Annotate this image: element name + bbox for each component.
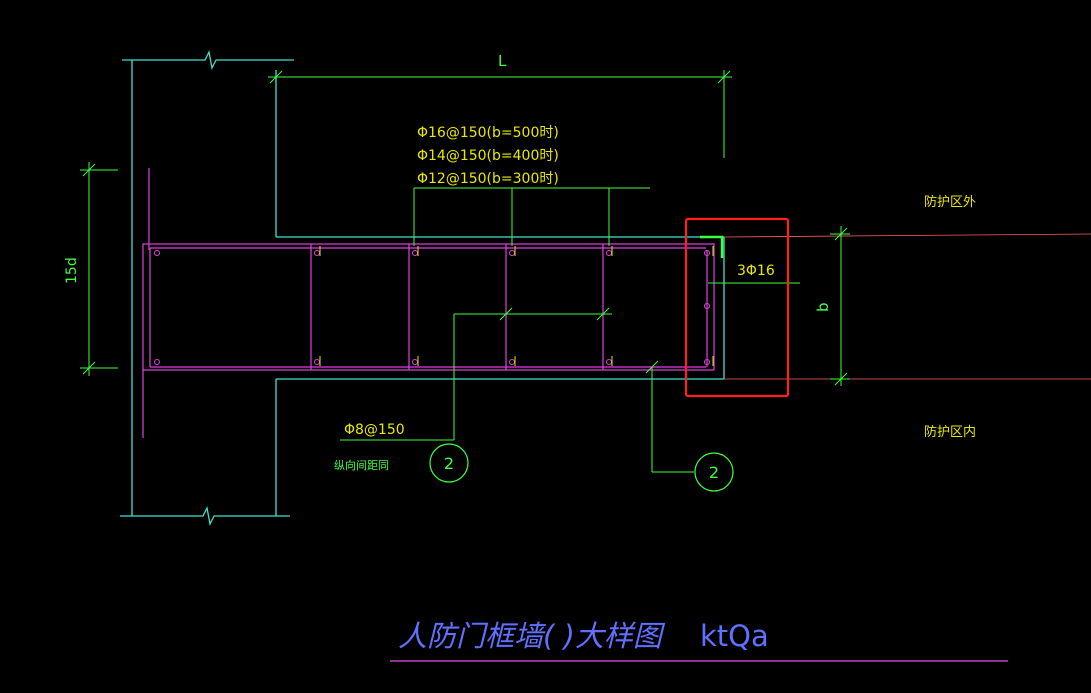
section-markers xyxy=(429,443,734,492)
reference-line-top xyxy=(723,233,1091,238)
dim-L-label: L xyxy=(498,52,507,70)
leader-stirrup-tick-1 xyxy=(499,307,513,321)
rebar-dot xyxy=(412,359,418,365)
dim-15d-tick-bottom xyxy=(82,361,96,375)
rebar-dot xyxy=(606,359,612,365)
end-bars-label: 3Φ16 xyxy=(737,263,775,279)
concrete-outline xyxy=(120,49,725,527)
rebar-dot xyxy=(704,303,710,309)
rebar-dot xyxy=(154,250,160,256)
reference-lines xyxy=(723,233,1091,380)
rebar-dot xyxy=(704,359,710,365)
dim-b-label: b xyxy=(814,302,832,312)
rebar-dot xyxy=(314,359,320,365)
rebar-dot xyxy=(704,250,710,256)
top-break-line xyxy=(122,49,294,71)
rebar-dot xyxy=(509,250,515,256)
rebar-dot xyxy=(606,250,612,256)
end-bar-hook xyxy=(700,235,724,258)
dim-L-tick-right xyxy=(717,70,731,84)
dim-b-tick-bottom xyxy=(834,372,848,386)
zone-outer-label: 防护区外 xyxy=(924,194,976,210)
dim-L-tick-left xyxy=(269,70,283,84)
rebar-group xyxy=(142,168,715,438)
highlight-box[interactable] xyxy=(684,217,790,398)
section-marker-right-circle xyxy=(694,452,734,492)
section-marker-left-circle xyxy=(429,443,469,483)
stirrup-label: Φ8@150 xyxy=(344,422,405,438)
rebar-dot xyxy=(154,359,160,365)
leader-section-tick xyxy=(645,360,659,374)
rebar-note-line-1: Φ16@150(b=500时) xyxy=(417,125,559,141)
leader-lines xyxy=(340,187,800,473)
rebar-dots xyxy=(154,250,710,365)
stirrup-sub-label: 纵向间距同 xyxy=(334,458,389,472)
dim-b-tick-top xyxy=(834,227,848,241)
section-marker-right-number: 2 xyxy=(709,463,719,482)
rebar-dot xyxy=(314,250,320,256)
rebar-note-line-2: Φ14@150(b=400时) xyxy=(417,148,559,164)
section-marker-left-number: 2 xyxy=(444,454,454,473)
bottom-break-line xyxy=(120,505,290,527)
leader-stirrup-tick-2 xyxy=(596,307,610,321)
rebar-ticks xyxy=(319,246,714,366)
dim-15d-label: 15d xyxy=(64,257,80,284)
zone-inner-label: 防护区内 xyxy=(924,424,976,440)
drawing-title-suffix: ktQa xyxy=(700,619,769,653)
dimension-lines xyxy=(80,70,850,386)
rebar-dot xyxy=(509,359,515,365)
rebar-dot xyxy=(412,250,418,256)
rebar-note-line-3: Φ12@150(b=300时) xyxy=(417,171,559,187)
dim-15d-tick-top xyxy=(82,163,96,177)
rebar-outer-cage xyxy=(142,243,715,371)
drawing-title: 人防门框墙( )大样图 xyxy=(398,619,666,653)
